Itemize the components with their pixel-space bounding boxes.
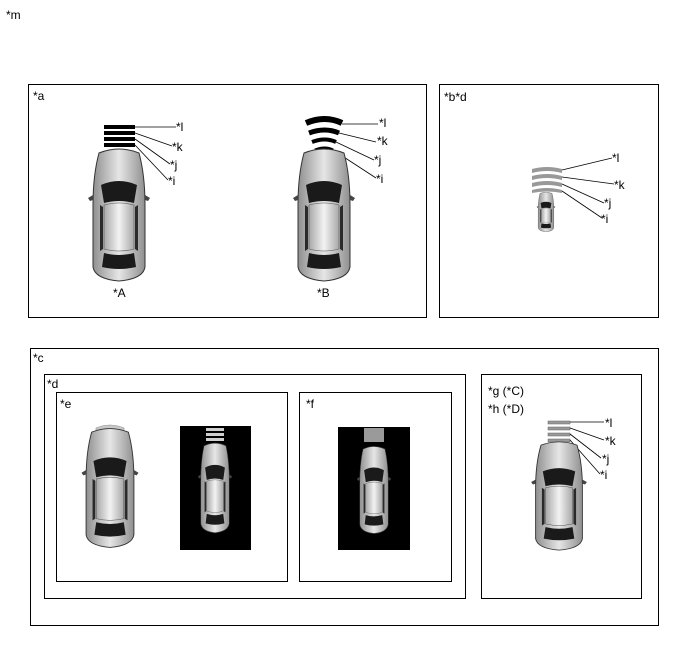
- car-a-callout-j: *j: [170, 158, 178, 172]
- car-e-icon: [81, 428, 139, 548]
- car-b-callout-i: *i: [376, 172, 384, 186]
- car-a-callout-l: *l: [176, 120, 184, 134]
- car-g-callout-j: *j: [602, 452, 610, 466]
- car-b-callout-j: *j: [374, 153, 382, 167]
- small-car-callout-lines: [561, 157, 615, 219]
- car-b-callout-k: *k: [377, 134, 388, 148]
- car-a-callout-k: *k: [172, 140, 183, 154]
- panel-c-label: *c: [33, 351, 44, 365]
- panel-top-right: [439, 84, 659, 318]
- panel-g-label: *g (*C): [488, 384, 525, 398]
- small-car-sensor-bars: [532, 167, 562, 193]
- car-g-callout-k: *k: [605, 434, 616, 448]
- figure-main-label: *m: [6, 8, 21, 22]
- small-car-callout-k: *k: [614, 178, 625, 192]
- car-b-icon: [292, 148, 356, 282]
- group-d-label: *d: [47, 377, 59, 391]
- car-a-callout-lines: [134, 126, 176, 181]
- car-g-sensor-bars: [547, 420, 571, 443]
- panel-a-label: *a: [33, 89, 45, 103]
- car-a-icon: [87, 148, 151, 282]
- small-car-callout-l: *l: [612, 151, 620, 165]
- car-b-sensor-arcs: [304, 116, 344, 152]
- car-a-callout-i: *i: [168, 174, 176, 188]
- car-g-icon: [530, 441, 588, 551]
- car-b-callout-l: *l: [379, 116, 387, 130]
- car-b-caption: *B: [317, 286, 330, 300]
- screen-f-car-icon: [356, 446, 392, 534]
- panel-bd-label: *b*d: [444, 90, 467, 104]
- car-g-callout-i: *i: [600, 468, 608, 482]
- sub-f-label: *f: [306, 397, 315, 411]
- car-g-callout-l: *l: [605, 416, 613, 430]
- screen-e-car-icon: [197, 442, 233, 534]
- screen-e-sensor-bars: [206, 428, 224, 441]
- small-car-icon: [536, 192, 556, 232]
- small-car-callout-i: *i: [601, 212, 609, 226]
- panel-h-label: *h (*D): [488, 402, 525, 416]
- car-a-caption: *A: [113, 286, 126, 300]
- screen-f-sensor-block: [364, 428, 384, 442]
- car-a-sensor-bars: [104, 125, 135, 147]
- sub-e-label: *e: [60, 397, 72, 411]
- small-car-callout-j: *j: [604, 196, 612, 210]
